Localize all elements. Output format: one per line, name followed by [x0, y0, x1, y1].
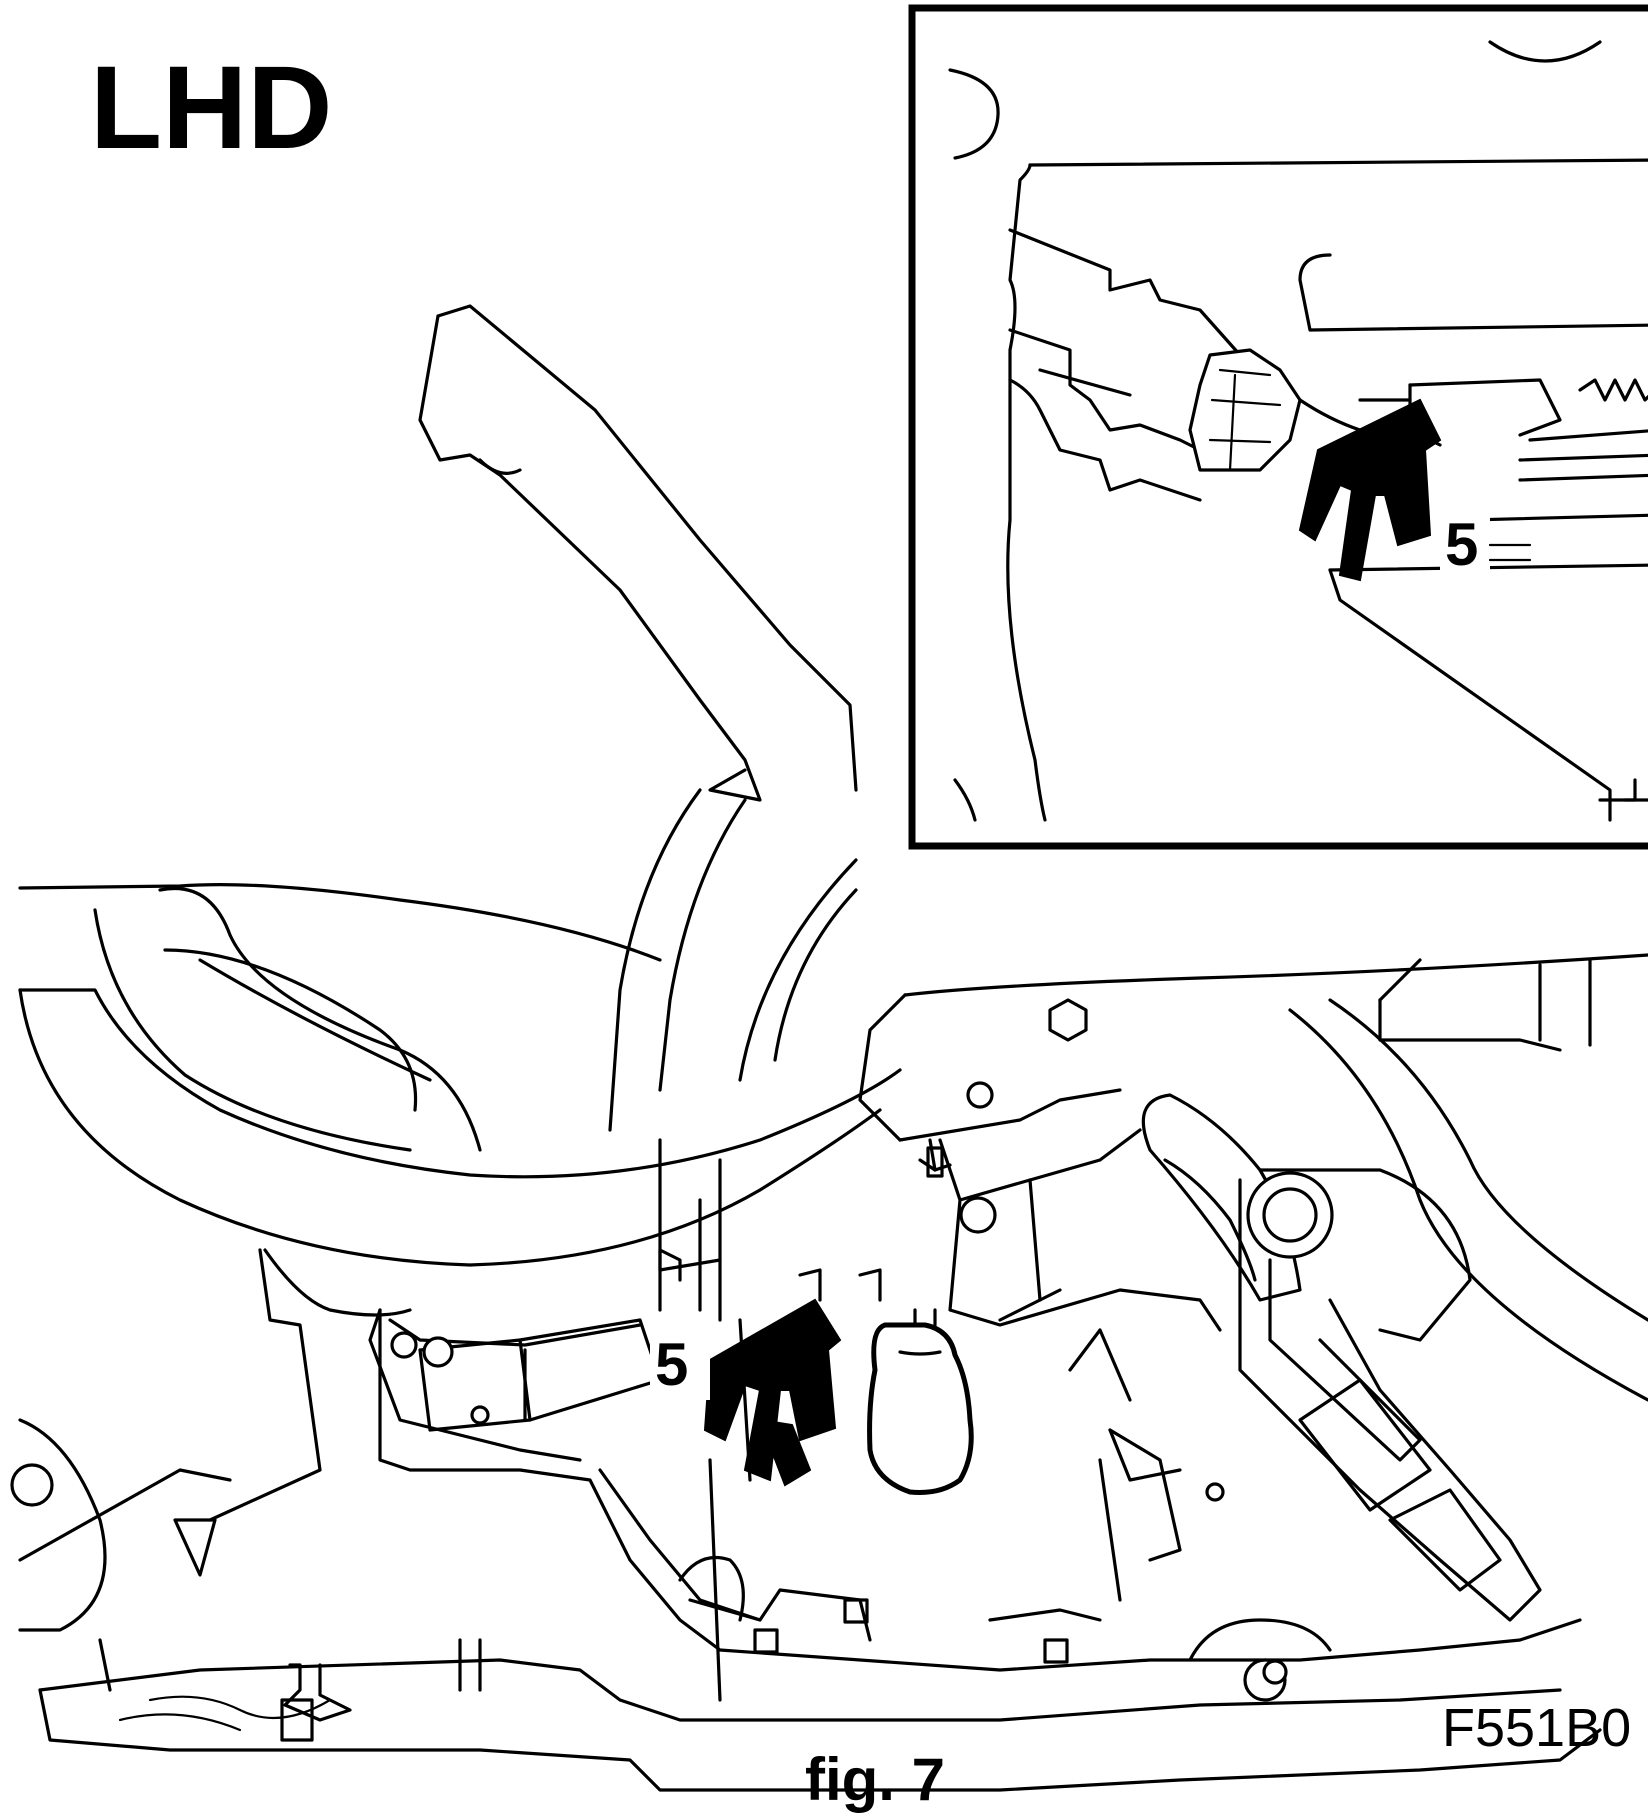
curved-trim-arm — [418, 304, 858, 1132]
pivot-bushing — [1246, 1171, 1334, 1259]
release-lever-group — [390, 1138, 1132, 1702]
figure-code: F551B0 — [1442, 1698, 1631, 1758]
seat-cushion — [18, 883, 902, 1267]
callout-main: 5 — [655, 1331, 688, 1398]
inset-callout-arrow — [1298, 398, 1442, 582]
floor-frame — [10, 1248, 1602, 1792]
callout-inset: 5 — [1445, 511, 1478, 578]
main-callout-arrow — [703, 1298, 842, 1487]
diagram-title: LHD — [90, 42, 333, 174]
figure-caption: fig. 7 — [805, 1746, 945, 1813]
inset-detail — [908, 4, 1648, 850]
shift-knob — [867, 1308, 974, 1495]
console-assembly — [858, 953, 1648, 1622]
bolt-hole — [959, 1196, 997, 1234]
